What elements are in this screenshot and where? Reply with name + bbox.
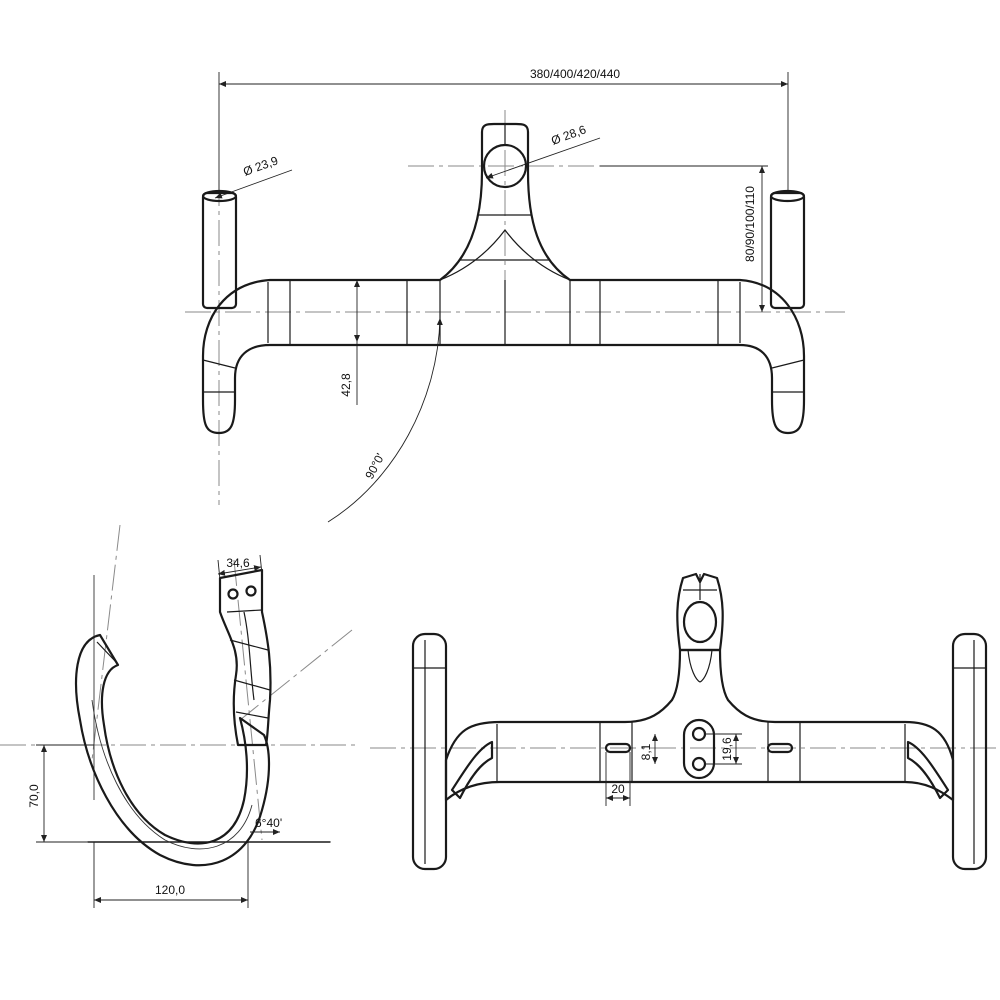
top-view: 380/400/420/440 Ø 23,9 Ø 28,6 80/90/100/… [185, 67, 845, 523]
front-view-mount-hole-bottom [691, 756, 707, 772]
front-view: 8,1 19,6 20 [370, 572, 1000, 871]
front-view-stem-taper [687, 649, 713, 683]
top-view-left-bar-end-cap [201, 189, 238, 203]
hole-spacing-label: 19,6 [720, 737, 734, 761]
front-view-left-drop-fin [450, 740, 494, 800]
side-view-stem-detail [226, 609, 271, 719]
clamp-height-dimension-line [217, 565, 262, 576]
slot-length-label: 20 [611, 782, 625, 796]
front-view-mount-hole-top [691, 726, 707, 742]
front-view-computer-mount-slot [682, 718, 716, 780]
bend-angle-label: 90°0' [362, 451, 387, 482]
front-view-left-bar-end [411, 632, 448, 871]
clamp-height-label: 34,6 [226, 556, 250, 570]
front-view-main-bar [444, 648, 955, 802]
side-view-stem-bolt-1 [227, 588, 239, 600]
side-view: 34,6 70,0 120,0 6°40' [0, 524, 360, 908]
flare-angle-label: 6°40' [255, 816, 282, 830]
top-view-handlebar-outline [201, 122, 806, 435]
drop-label: 70,0 [27, 784, 41, 808]
drop-height-label: 42,8 [339, 373, 353, 397]
side-view-drop-inner-line [91, 699, 253, 850]
side-view-stem-centerline [239, 629, 353, 721]
side-view-stem-outline [218, 568, 272, 747]
side-view-angle-centerline [233, 559, 263, 841]
width-dimension-label: 380/400/420/440 [530, 67, 620, 81]
bar-end-diameter-label: Ø 23,9 [241, 153, 280, 179]
stem-length-label: 80/90/100/110 [743, 186, 757, 262]
front-view-stem-clamp [676, 572, 724, 652]
reach-label: 120,0 [155, 883, 185, 897]
top-view-right-bar-end-cap [769, 189, 806, 203]
clamp-height-extension-right [259, 554, 263, 575]
side-view-drop-end-section [96, 641, 117, 663]
front-view-right-drop-fin [906, 740, 950, 800]
top-view-section-lines [202, 214, 805, 393]
slot-width-label: 8,1 [639, 743, 653, 760]
clamp-height-extension-left [217, 559, 221, 581]
front-view-left-cable-slot [604, 742, 632, 754]
front-view-steerer-opening [682, 600, 718, 644]
side-view-stem-bolt-2 [245, 585, 257, 597]
top-view-left-bar-end [201, 191, 238, 310]
top-view-right-bar-end [769, 191, 806, 310]
front-view-right-bar-end [951, 632, 988, 871]
clamp-diameter-leader [485, 137, 601, 179]
side-view-drop-outline [75, 633, 271, 867]
front-view-section-lines [496, 722, 906, 782]
bend-angle-arc [327, 317, 443, 523]
